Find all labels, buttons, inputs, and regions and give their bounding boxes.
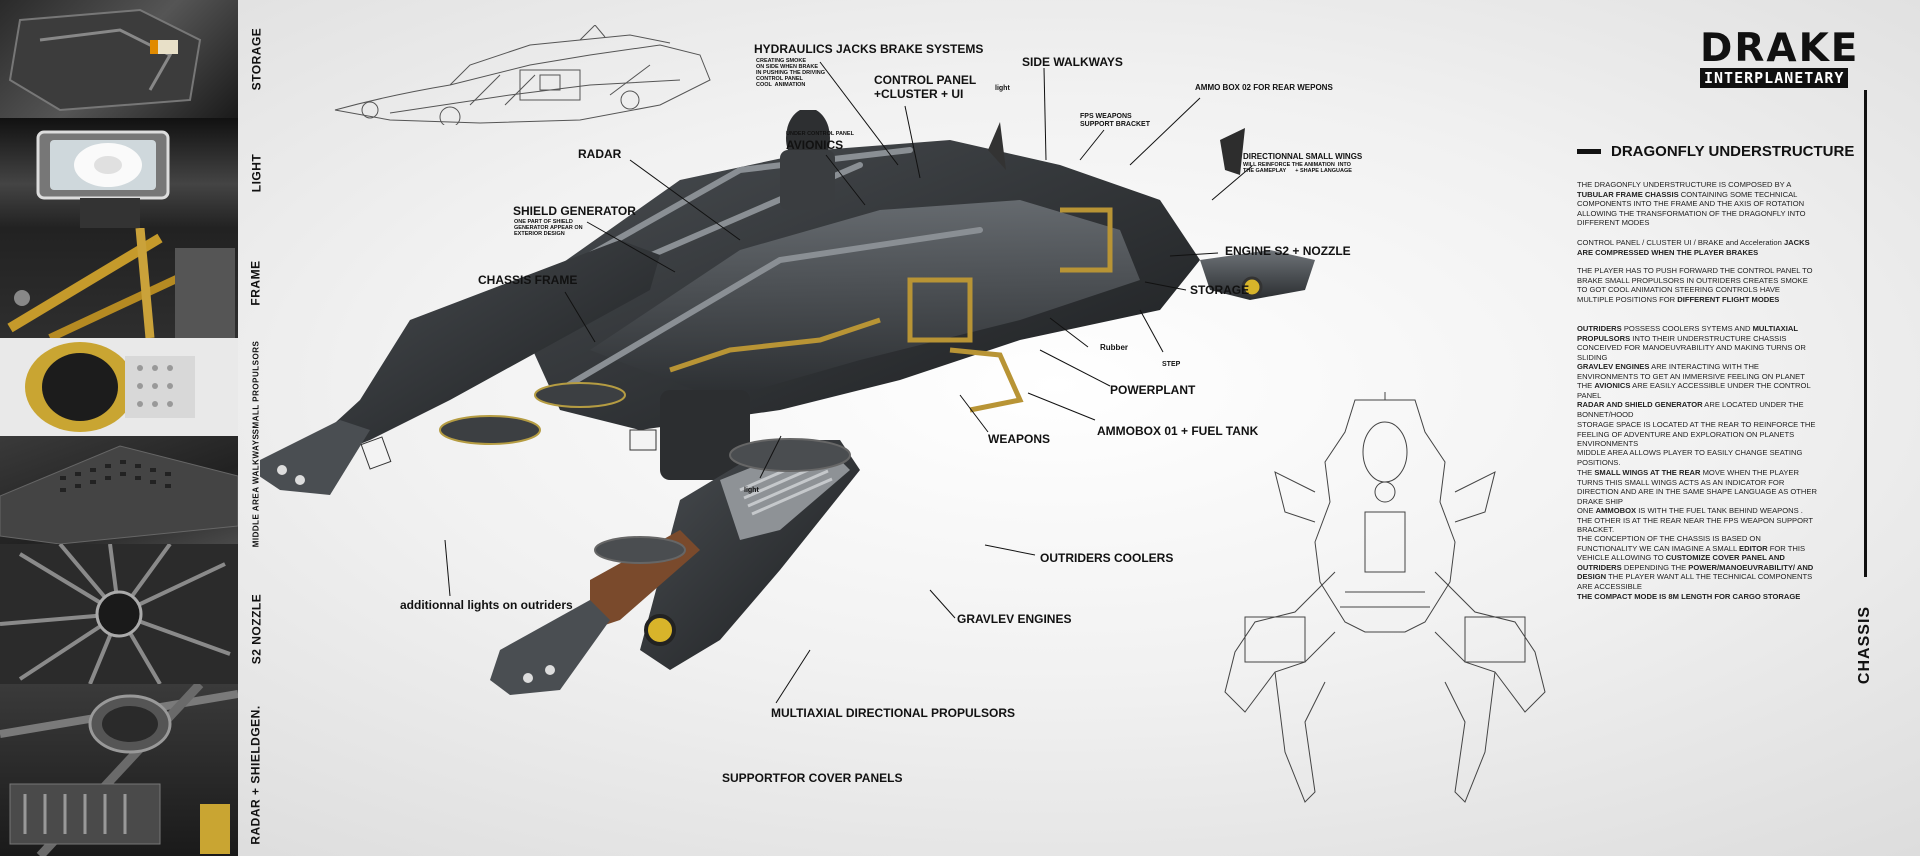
callout-control-panel: CONTROL PANEL +CLUSTER + UI	[874, 73, 977, 101]
paragraph-control-panel: CONTROL PANEL / CLUSTER UI / BRAKE and A…	[1577, 238, 1810, 257]
paragraph-radar-shield: RADAR AND SHIELD GENERATOR ARE LOCATED U…	[1577, 400, 1804, 419]
callout-step: STEP	[1162, 361, 1181, 368]
thumbnail-small-propulsors	[0, 338, 238, 438]
paragraph-outriders: OUTRIDERS POSSESS COOLERS SYTEMS AND MUL…	[1577, 324, 1806, 362]
callout-shield-generator: SHIELD GENERATOR	[513, 204, 636, 218]
storage-panel-image	[8, 8, 202, 112]
callout-gravlev-engines: GRAVLEV ENGINES	[957, 612, 1072, 626]
callout-rubber: Rubber	[1100, 343, 1128, 352]
propulsor-nozzle-image	[25, 342, 195, 432]
top-wireframe-sketch	[334, 25, 711, 125]
headlight-image	[36, 130, 170, 228]
callout-multiaxial-propulsors: MULTIAXIAL DIRECTIONAL PROPULSORS	[771, 706, 1016, 720]
reference-thumbnail-strip	[0, 0, 238, 856]
callout-radar: RADAR	[578, 147, 622, 161]
callout-hydraulics-note: CREATING SMOKE ON SIDE WHEN BRAKE IN PUS…	[756, 58, 826, 88]
chassis-side-title: CHASSIS	[1856, 605, 1873, 685]
callout-engine-s2-nozzle: ENGINE S2 + NOZZLE	[1225, 244, 1351, 258]
compact-mode-wireframe	[1224, 392, 1546, 803]
section-title: DRAGONFLY UNDERSTRUCTURE	[1577, 143, 1854, 160]
thumbnail-light	[0, 118, 238, 230]
paragraph-gravlev: GRAVLEV ENGINES ARE INTERACTING WITH THE…	[1577, 362, 1811, 400]
callout-avionics: AVIONICS	[786, 138, 844, 152]
paragraph-storage: STORAGE SPACE IS LOCATED AT THE REAR TO …	[1577, 420, 1816, 449]
callout-avionics-note: UNDER CONTROL PANEL	[786, 131, 854, 137]
logo-subtitle: INTERPLANETARY	[1700, 68, 1849, 88]
logo-wordmark: DRAKE	[1700, 26, 1860, 71]
callout-light-top: light	[995, 85, 1010, 92]
callout-ammobox-01: AMMOBOX 01 + FUEL TANK	[1097, 424, 1259, 438]
thumbnail-s2-nozzle	[0, 544, 238, 686]
callout-outriders-coolers: OUTRIDERS COOLERS	[1040, 551, 1174, 565]
callout-storage: STORAGE	[1190, 283, 1250, 297]
thumbnail-middle-walkways	[0, 436, 238, 546]
tubular-frame-image	[7, 228, 235, 338]
callout-hydraulics-brakes: HYDRAULICS JACKS BRAKE SYSTEMS	[754, 42, 984, 56]
callout-directional-wings-note: WILL REINFORCE THE ANIMATION INTO THE GA…	[1243, 162, 1352, 174]
callout-additional-lights: additionnal lights on outriders	[400, 598, 573, 612]
paragraph-understructure: THE DRAGONFLY UNDERSTRUCTURE IS COMPOSED…	[1577, 180, 1806, 228]
section-divider-line	[1864, 90, 1867, 577]
paragraph-middle-area: MIDDLE AREA ALLOWS PLAYER TO EASILY CHAN…	[1577, 448, 1803, 467]
thumbnail-frame	[0, 228, 238, 340]
paragraph-ammobox: ONE AMMOBOX IS WITH THE FUEL TANK BEHIND…	[1577, 506, 1813, 535]
callout-support-cover-panels: SUPPORTFOR COVER PANELS	[722, 771, 903, 785]
dragonfly-chassis-render	[260, 110, 1315, 695]
callout-weapons: WEAPONS	[988, 432, 1051, 446]
callout-powerplant: POWERPLANT	[1110, 383, 1196, 397]
callout-fps-weapons: FPS WEAPONS SUPPORT BRACKET	[1080, 113, 1151, 128]
thumbnail-radar-shieldgen	[0, 684, 238, 856]
callout-directional-wings: DIRECTIONNAL SMALL WINGS	[1243, 152, 1363, 161]
section-title-text: DRAGONFLY UNDERSTRUCTURE	[1611, 143, 1855, 160]
callout-ammo-box-02: AMMO BOX 02 FOR REAR WEPONS	[1195, 83, 1333, 92]
paragraph-brake-steering: THE PLAYER HAS TO PUSH FORWARD THE CONTR…	[1577, 266, 1813, 304]
walkway-plate-image	[0, 445, 238, 544]
callout-side-walkways: SIDE WALKWAYS	[1022, 55, 1123, 69]
callout-chassis-frame: CHASSIS FRAME	[478, 273, 578, 287]
callout-light-low: light	[744, 487, 759, 494]
thumbnail-storage	[0, 0, 238, 120]
radar-shieldgen-image	[0, 684, 238, 856]
drake-interplanetary-logo: DRAKE INTERPLANETARY	[1700, 26, 1870, 88]
callout-shield-generator-note: ONE PART OF SHIELD GENERATOR APPEAR ON E…	[514, 219, 583, 237]
paragraph-small-wings: THE SMALL WINGS AT THE REAR MOVE WHEN TH…	[1577, 468, 1817, 506]
s2-nozzle-image	[0, 544, 231, 684]
title-bar-accent	[1577, 149, 1601, 154]
paragraph-compact-mode: THE COMPACT MODE IS 8M LENGTH FOR CARGO …	[1577, 592, 1801, 601]
paragraph-chassis-conception: THE CONCEPTION OF THE CHASSIS IS BASED O…	[1577, 534, 1814, 591]
